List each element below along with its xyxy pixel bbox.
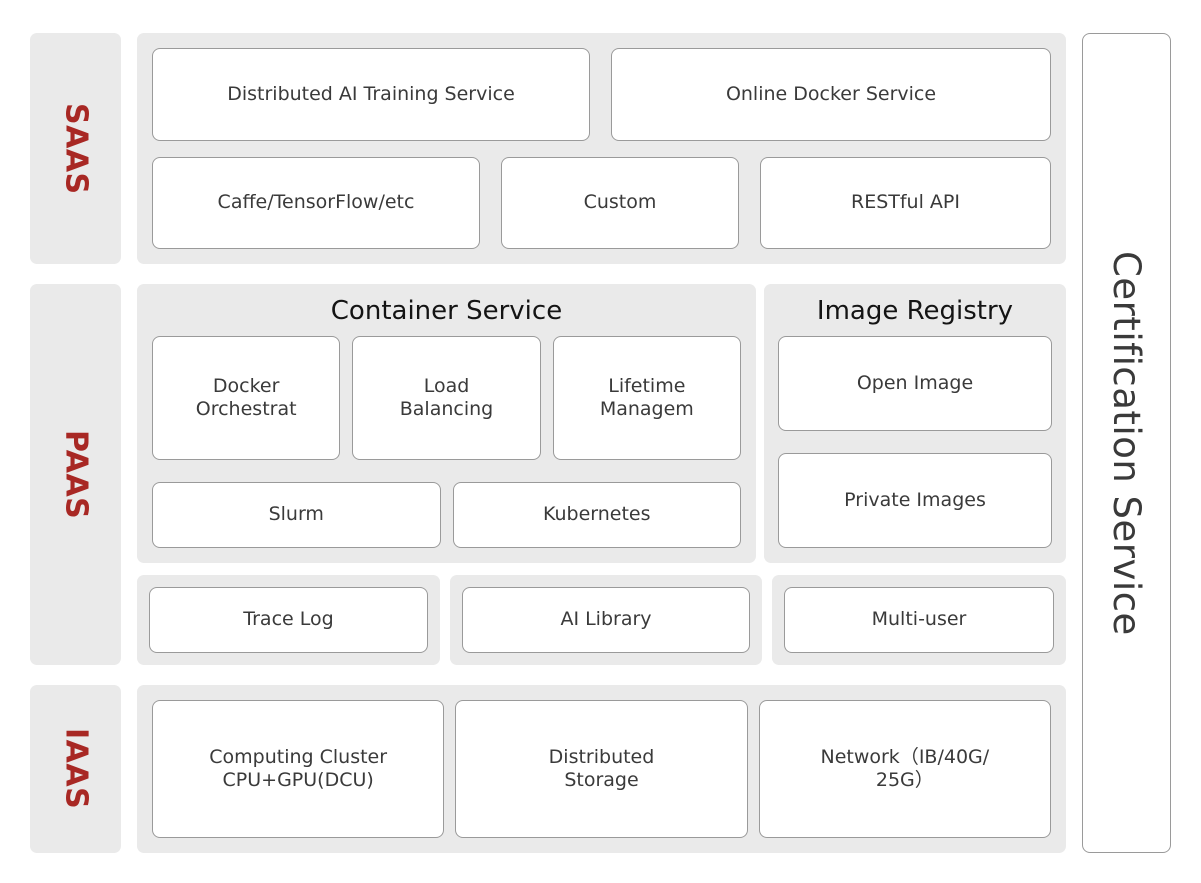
container-service-row-1: Docker Orchestrat Load Balancing Lifetim… bbox=[152, 336, 741, 460]
tier-label-paas: PAAS bbox=[30, 284, 121, 665]
iaas-box-distributed-storage[interactable]: Distributed Storage bbox=[455, 700, 748, 838]
saas-panel: Distributed AI Training Service Online D… bbox=[137, 33, 1066, 264]
saas-box-distributed-ai-training-service[interactable]: Distributed AI Training Service bbox=[152, 48, 590, 141]
paas-bottom-panel-trace-log: Trace Log bbox=[137, 575, 440, 665]
tier-content-column: Distributed AI Training Service Online D… bbox=[137, 33, 1066, 853]
certification-service-box[interactable]: Certification Service bbox=[1082, 33, 1171, 853]
tier-label-saas-text: SAAS bbox=[58, 102, 94, 195]
container-service-title: Container Service bbox=[330, 296, 563, 326]
container-service-row-2: Slurm Kubernetes bbox=[152, 482, 741, 548]
saas-box-restful-api[interactable]: RESTful API bbox=[760, 156, 1051, 249]
tier-label-paas-text: PAAS bbox=[58, 429, 94, 520]
saas-row-2: Caffe/TensorFlow/etc Custom RESTful API bbox=[152, 156, 1051, 249]
paas-bottom-panel-ai-library: AI Library bbox=[450, 575, 762, 665]
iaas-box-computing-cluster[interactable]: Computing Cluster CPU+GPU(DCU) bbox=[152, 700, 445, 838]
paas-bottom-panel-multi-user: Multi-user bbox=[772, 575, 1066, 665]
iaas-panel: Computing Cluster CPU+GPU(DCU) Distribut… bbox=[137, 685, 1066, 853]
paas-bottom-row: Trace Log AI Library Multi-user bbox=[137, 575, 1066, 665]
image-registry-title: Image Registry bbox=[816, 296, 1014, 326]
saas-box-caffe-tensorflow-etc[interactable]: Caffe/TensorFlow/etc bbox=[152, 156, 480, 249]
saas-box-online-docker-service[interactable]: Online Docker Service bbox=[611, 48, 1051, 141]
image-registry-panel: Image Registry Open Image Private Images bbox=[764, 284, 1066, 563]
image-registry-box-private-images[interactable]: Private Images bbox=[778, 453, 1052, 548]
container-service-box-load-balancing[interactable]: Load Balancing bbox=[352, 336, 541, 460]
certification-service-column: Certification Service bbox=[1082, 33, 1171, 853]
tier-stack: SAAS PAAS IAAS Distributed AI Training S… bbox=[30, 33, 1066, 853]
paas-box-ai-library[interactable]: AI Library bbox=[462, 587, 750, 653]
container-service-box-slurm[interactable]: Slurm bbox=[152, 482, 441, 548]
paas-top-row: Container Service Docker Orchestrat Load… bbox=[137, 284, 1066, 563]
paas-box-trace-log[interactable]: Trace Log bbox=[149, 587, 428, 653]
container-service-box-kubernetes[interactable]: Kubernetes bbox=[452, 482, 741, 548]
tier-label-saas: SAAS bbox=[30, 33, 121, 264]
container-service-box-lifetime-managem[interactable]: Lifetime Managem bbox=[552, 336, 741, 460]
container-service-box-docker-orchestrat[interactable]: Docker Orchestrat bbox=[152, 336, 341, 460]
tier-label-column: SAAS PAAS IAAS bbox=[30, 33, 121, 853]
certification-service-label: Certification Service bbox=[1105, 250, 1148, 636]
paas-box-multi-user[interactable]: Multi-user bbox=[784, 587, 1054, 653]
image-registry-box-open-image[interactable]: Open Image bbox=[778, 336, 1052, 431]
iaas-box-network[interactable]: Network（IB/40G/ 25G） bbox=[758, 700, 1051, 838]
paas-section: Container Service Docker Orchestrat Load… bbox=[137, 284, 1066, 665]
container-service-panel: Container Service Docker Orchestrat Load… bbox=[137, 284, 756, 563]
saas-row-1: Distributed AI Training Service Online D… bbox=[152, 48, 1051, 141]
image-registry-boxes: Open Image Private Images bbox=[778, 336, 1052, 548]
saas-box-custom[interactable]: Custom bbox=[501, 156, 739, 249]
tier-label-iaas: IAAS bbox=[30, 685, 121, 853]
tier-label-iaas-text: IAAS bbox=[58, 728, 94, 810]
